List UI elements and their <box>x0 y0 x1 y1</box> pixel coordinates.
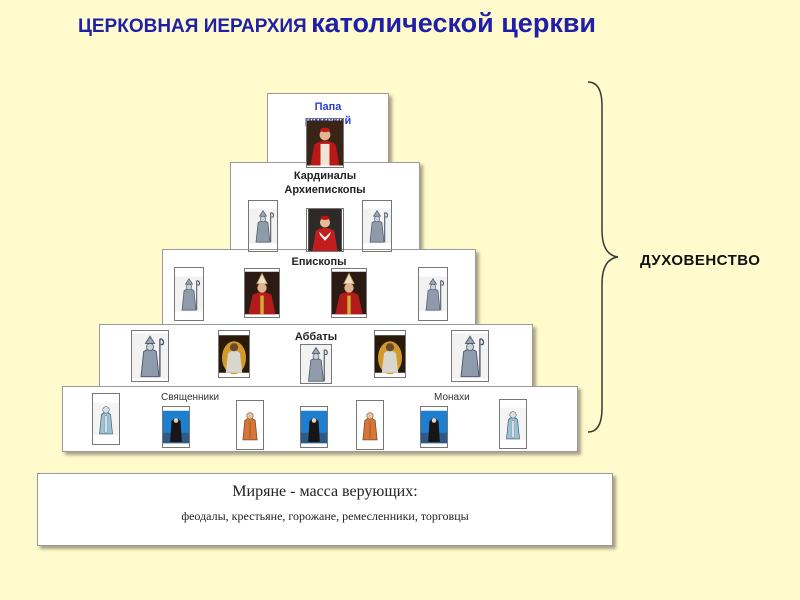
cardinals-label: Кардиналы <box>293 170 357 182</box>
abbot-figure-icon <box>374 330 406 378</box>
bishops-label: Епископы <box>291 256 347 268</box>
title-part2: католической церкви <box>311 8 597 38</box>
laity-list: феодалы, крестьяне, горожане, ремесленни… <box>181 509 469 523</box>
clergy-label: ДУХОВЕНСТВО <box>640 252 761 269</box>
priest-figure-icon <box>499 399 527 449</box>
bishop-mitre-icon <box>331 268 367 318</box>
nun-figure-icon <box>300 406 328 448</box>
monks-label: Монахи <box>434 392 470 403</box>
monk-figure-icon <box>356 400 384 450</box>
brace-icon <box>587 81 619 433</box>
archbishop-figure-icon <box>131 330 169 382</box>
archbishops-label: Архиепископы <box>284 184 366 196</box>
priest-figure-icon <box>92 393 120 445</box>
archbishop-figure-icon <box>451 330 489 382</box>
archbishop-figure-icon <box>174 267 204 321</box>
title-part1: ЦЕРКОВНАЯ ИЕРАРХИЯ <box>78 16 307 37</box>
nun-figure-icon <box>162 406 190 448</box>
pope-portrait-icon <box>306 118 344 168</box>
archbishop-figure-icon <box>300 344 332 384</box>
monk-figure-icon <box>236 400 264 450</box>
priests-label: Священники <box>161 392 220 403</box>
page-title: ЦЕРКОВНАЯ ИЕРАРХИЯ католической церкви <box>78 8 596 39</box>
cardinal-portrait-icon <box>306 208 344 252</box>
laity-box: Миряне - масса верующих: феодалы, кресть… <box>37 473 613 546</box>
archbishop-figure-icon <box>362 200 392 252</box>
nun-figure-icon <box>420 406 448 448</box>
laity-title: Миряне - масса верующих: <box>232 483 418 500</box>
abbot-figure-icon <box>218 330 250 378</box>
bishop-mitre-icon <box>244 268 280 318</box>
archbishop-figure-icon <box>248 200 278 252</box>
abbots-label: Аббаты <box>294 331 338 343</box>
archbishop-figure-icon <box>418 267 448 321</box>
